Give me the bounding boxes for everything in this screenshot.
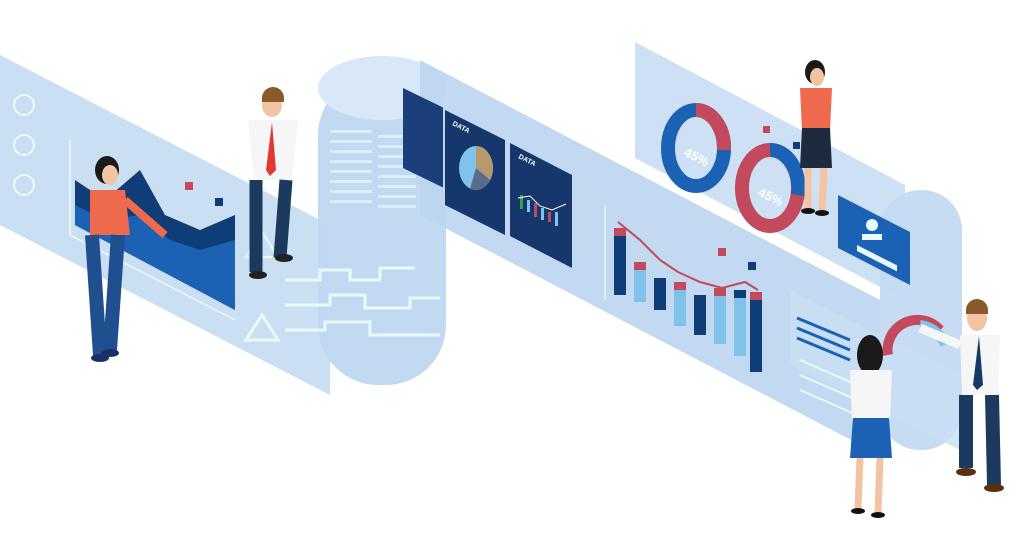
person-woman-left [85, 156, 168, 362]
person-woman-bottom-right [850, 335, 892, 518]
donut-chart-left: 45% [661, 102, 732, 193]
cog-icon [13, 174, 35, 196]
person-man-right [918, 299, 1004, 492]
trend-line [617, 221, 759, 291]
data-panel-right: DATA [510, 143, 572, 268]
bar-chart-panel [604, 205, 762, 372]
cog-icon [13, 94, 35, 116]
data-panel-left: DATA [445, 110, 505, 235]
signal-wave [285, 320, 440, 337]
person-man-left [248, 87, 298, 279]
bar-series [614, 228, 762, 372]
triangle-icon [243, 312, 281, 342]
cylinder-code-panel [285, 130, 440, 337]
person-woman-top-right [800, 60, 832, 216]
data-panel-group: DATA DATA [403, 88, 572, 268]
kpi-panel: 45% 45% [661, 102, 910, 285]
signal-wave [285, 293, 440, 310]
cog-icon [13, 134, 35, 156]
signal-wave [285, 266, 415, 282]
id-card-icon [838, 195, 910, 285]
